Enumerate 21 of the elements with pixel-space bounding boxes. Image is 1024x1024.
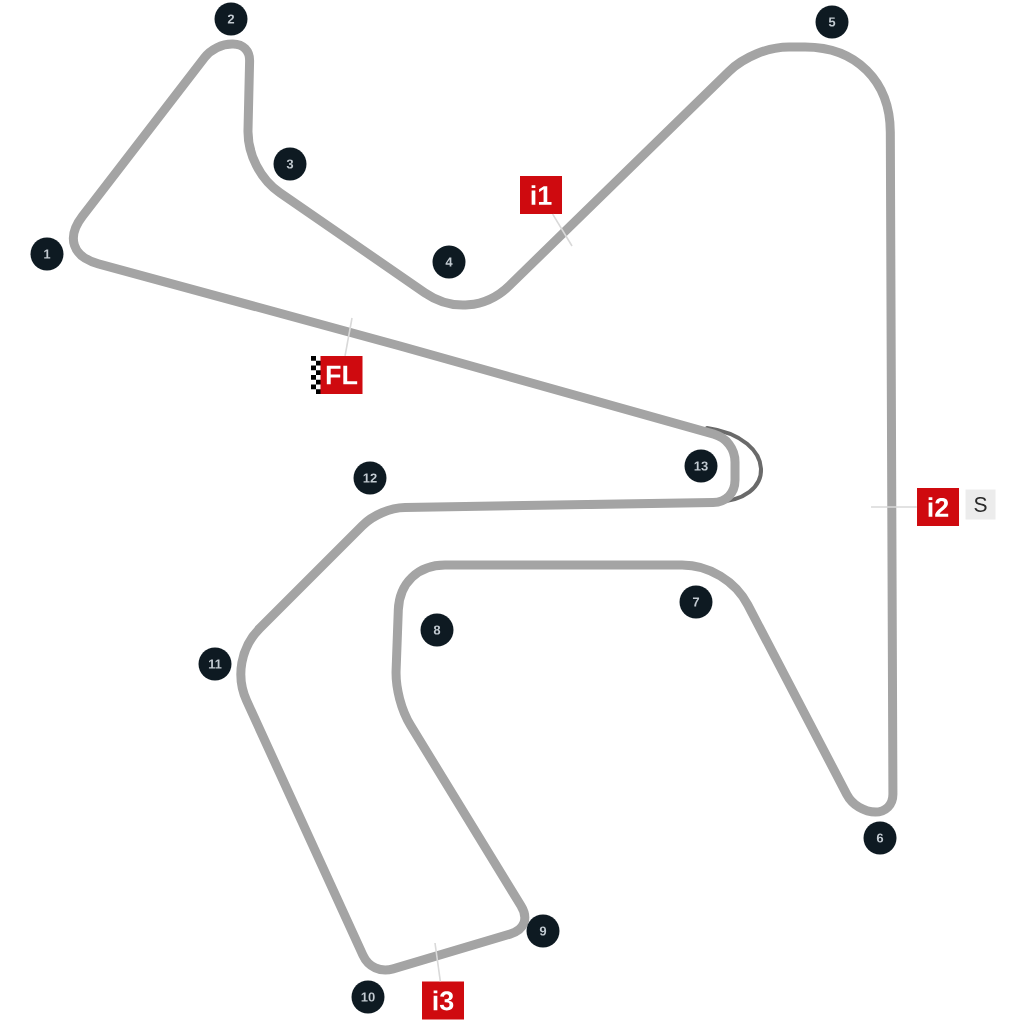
corner-number: 13 [684,449,718,483]
corner-number: 6 [863,821,897,855]
corner-number: 11 [198,647,232,681]
corner-number: 4 [432,245,466,279]
leader-line [551,213,573,247]
letter-tag: S [965,489,996,520]
marker-badge: i3 [422,981,464,1020]
corner-number: 2 [214,2,248,36]
leader-line [434,942,442,983]
corner-number: 8 [420,613,454,647]
marker-badge: i2 [917,488,959,526]
corner-number: 5 [815,5,849,39]
leader-line [344,317,353,357]
corner-number: 12 [353,461,387,495]
corner-number: 1 [30,237,64,271]
corner-number: 9 [526,914,560,948]
marker-badge: i1 [520,176,562,214]
corner-number: 7 [679,585,713,619]
marker-badge: FL [320,356,363,394]
corner-number: 3 [273,147,307,181]
corner-number: 10 [351,980,385,1014]
